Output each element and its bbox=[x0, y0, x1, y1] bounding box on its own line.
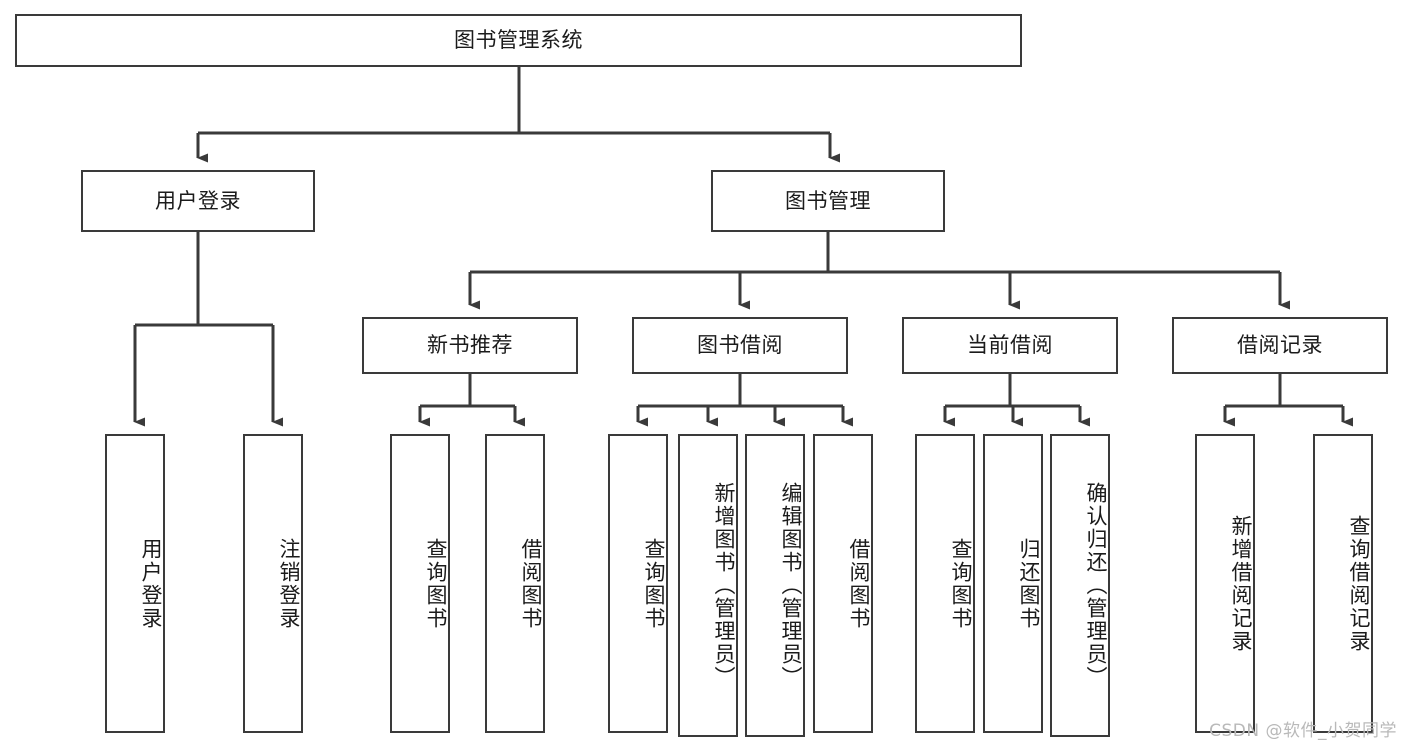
node-leaf-edit-book-admin[interactable]: 编辑图书（管理员） bbox=[745, 434, 805, 737]
node-current-borrow[interactable]: 当前借阅 bbox=[902, 317, 1118, 374]
node-leaf-user-login[interactable]: 用户登录 bbox=[105, 434, 165, 733]
node-leaf-confirm-return-admin[interactable]: 确认归还（管理员） bbox=[1050, 434, 1110, 737]
node-leaf-query-borrow-record[interactable]: 查询借阅记录 bbox=[1313, 434, 1373, 733]
node-label: 查询借阅记录 bbox=[1347, 514, 1371, 653]
node-leaf-borrow-book-recommend[interactable]: 借阅图书 bbox=[485, 434, 545, 733]
node-leaf-query-book-borrow[interactable]: 查询图书 bbox=[608, 434, 668, 733]
node-book-manage[interactable]: 图书管理 bbox=[711, 170, 945, 232]
node-label: 新书推荐 bbox=[427, 333, 513, 358]
node-leaf-logout[interactable]: 注销登录 bbox=[243, 434, 303, 733]
node-label: 借阅记录 bbox=[1237, 333, 1323, 358]
node-leaf-query-book-current[interactable]: 查询图书 bbox=[915, 434, 975, 733]
node-label: 用户登录 bbox=[155, 188, 241, 213]
node-book-borrow[interactable]: 图书借阅 bbox=[632, 317, 848, 374]
csdn-watermark: CSDN @软件_小贺同学 bbox=[1209, 721, 1397, 741]
node-label: 新增借阅记录 bbox=[1229, 514, 1253, 653]
node-borrow-record[interactable]: 借阅记录 bbox=[1172, 317, 1388, 374]
node-root-system[interactable]: 图书管理系统 bbox=[15, 14, 1022, 67]
node-label: 查询图书 bbox=[424, 537, 448, 630]
node-label: 图书管理系统 bbox=[454, 28, 583, 53]
node-user-login[interactable]: 用户登录 bbox=[81, 170, 315, 232]
node-label: 当前借阅 bbox=[967, 333, 1053, 358]
node-label: 编辑图书（管理员） bbox=[779, 482, 803, 689]
node-leaf-add-book-admin[interactable]: 新增图书（管理员） bbox=[678, 434, 738, 737]
node-label: 查询图书 bbox=[949, 537, 973, 630]
node-label: 注销登录 bbox=[277, 537, 301, 630]
node-leaf-query-book-recommend[interactable]: 查询图书 bbox=[390, 434, 450, 733]
node-leaf-add-borrow-record[interactable]: 新增借阅记录 bbox=[1195, 434, 1255, 733]
node-label: 用户登录 bbox=[139, 537, 163, 630]
node-leaf-return-book[interactable]: 归还图书 bbox=[983, 434, 1043, 733]
node-label: 归还图书 bbox=[1017, 537, 1041, 630]
node-leaf-borrow-book[interactable]: 借阅图书 bbox=[813, 434, 873, 733]
node-label: 借阅图书 bbox=[519, 537, 543, 630]
node-label: 查询图书 bbox=[642, 537, 666, 630]
node-new-book-recommend[interactable]: 新书推荐 bbox=[362, 317, 578, 374]
node-label: 新增图书（管理员） bbox=[712, 482, 736, 689]
node-label: 图书管理 bbox=[785, 188, 871, 213]
node-label: 确认归还（管理员） bbox=[1084, 482, 1108, 689]
node-label: 借阅图书 bbox=[847, 537, 871, 630]
node-label: 图书借阅 bbox=[697, 333, 783, 358]
